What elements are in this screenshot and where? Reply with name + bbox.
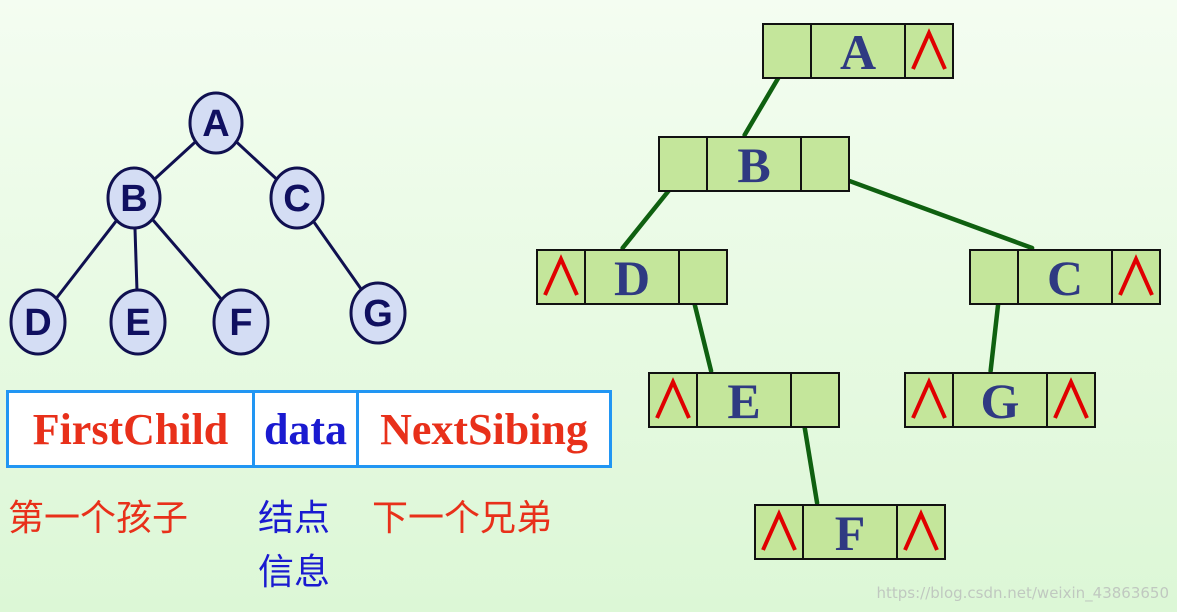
record-b: B bbox=[658, 136, 850, 193]
tree-node-label: D bbox=[24, 302, 51, 344]
record-label: B bbox=[737, 137, 770, 193]
caption-first-child: 第一个孩子 bbox=[8, 498, 189, 539]
record-g: GΛ Λ bbox=[904, 372, 1096, 429]
record-label: D bbox=[614, 250, 650, 306]
tree-node-circle bbox=[212, 288, 270, 356]
data-cell bbox=[706, 136, 802, 192]
record-label: E bbox=[727, 373, 760, 429]
tree-node-circle bbox=[349, 281, 407, 345]
tree-node-circle bbox=[269, 166, 325, 230]
tree-node-label: F bbox=[229, 302, 252, 344]
null-firstchild-icon: Λ bbox=[761, 509, 797, 551]
nextsibling-cell bbox=[678, 249, 728, 305]
tree-node-label: B bbox=[120, 178, 147, 220]
data-cell bbox=[802, 504, 898, 560]
watermark: https://blog.csdn.net/weixin_43863650 bbox=[876, 584, 1169, 602]
legend-nextsibling: NextSibing bbox=[380, 404, 588, 454]
null-firstchild-icon: Λ bbox=[543, 254, 579, 296]
record-d: DΛ bbox=[536, 249, 728, 306]
tree-node-label: C bbox=[283, 178, 310, 220]
legend-data: data bbox=[255, 393, 359, 465]
firstchild-cell bbox=[658, 136, 708, 192]
legend-firstchild: FirstChild bbox=[9, 393, 255, 465]
tree-node-circle bbox=[109, 288, 167, 356]
record-label: A bbox=[840, 24, 876, 80]
record-label: C bbox=[1047, 250, 1083, 306]
tree-nodes: A B C D E F G bbox=[9, 91, 407, 356]
tree-node-label: G bbox=[363, 293, 393, 335]
record-e: EΛ bbox=[648, 372, 840, 429]
tree-node-circle bbox=[188, 91, 244, 155]
data-cell bbox=[696, 372, 792, 428]
null-nextsibling-icon: Λ bbox=[903, 509, 939, 551]
firstchild-cell bbox=[969, 249, 1019, 305]
tree-node-e: E bbox=[109, 288, 167, 356]
record-label: G bbox=[981, 373, 1020, 429]
record-f: FΛ Λ bbox=[754, 504, 946, 561]
node-structure-legend: FirstChild data NextSibing bbox=[6, 390, 612, 468]
tree-node-circle bbox=[106, 166, 162, 230]
tree-node-f: F bbox=[212, 288, 270, 356]
null-nextsibling-icon: Λ bbox=[1053, 377, 1089, 419]
nextsibling-cell bbox=[800, 136, 850, 192]
tree-node-a: A bbox=[188, 91, 244, 155]
null-nextsibling-icon: Λ bbox=[911, 28, 947, 70]
tree-node-d: D bbox=[9, 288, 67, 356]
null-firstchild-icon: Λ bbox=[655, 377, 691, 419]
caption-node: 结点 bbox=[258, 498, 331, 539]
tree-node-c: C bbox=[269, 166, 325, 230]
nextsibling-cell bbox=[790, 372, 840, 428]
tree-node-g: G bbox=[349, 281, 407, 345]
firstchild-cell bbox=[762, 23, 812, 79]
data-cell bbox=[952, 372, 1048, 428]
tree-node-label: E bbox=[125, 302, 150, 344]
tree-node-circle bbox=[9, 288, 67, 356]
null-firstchild-icon: Λ bbox=[911, 377, 947, 419]
tree-node-b: B bbox=[106, 166, 162, 230]
record-a: AΛ bbox=[762, 23, 954, 80]
caption-info: 信息 bbox=[258, 552, 331, 593]
data-cell bbox=[1017, 249, 1113, 305]
null-nextsibling-icon: Λ bbox=[1118, 254, 1154, 296]
caption-next-sibling: 下一个兄弟 bbox=[372, 498, 553, 539]
record-label: F bbox=[835, 505, 866, 561]
record-c: CΛ bbox=[969, 249, 1161, 306]
tree-node-label: A bbox=[202, 103, 229, 145]
data-cell bbox=[810, 23, 906, 79]
